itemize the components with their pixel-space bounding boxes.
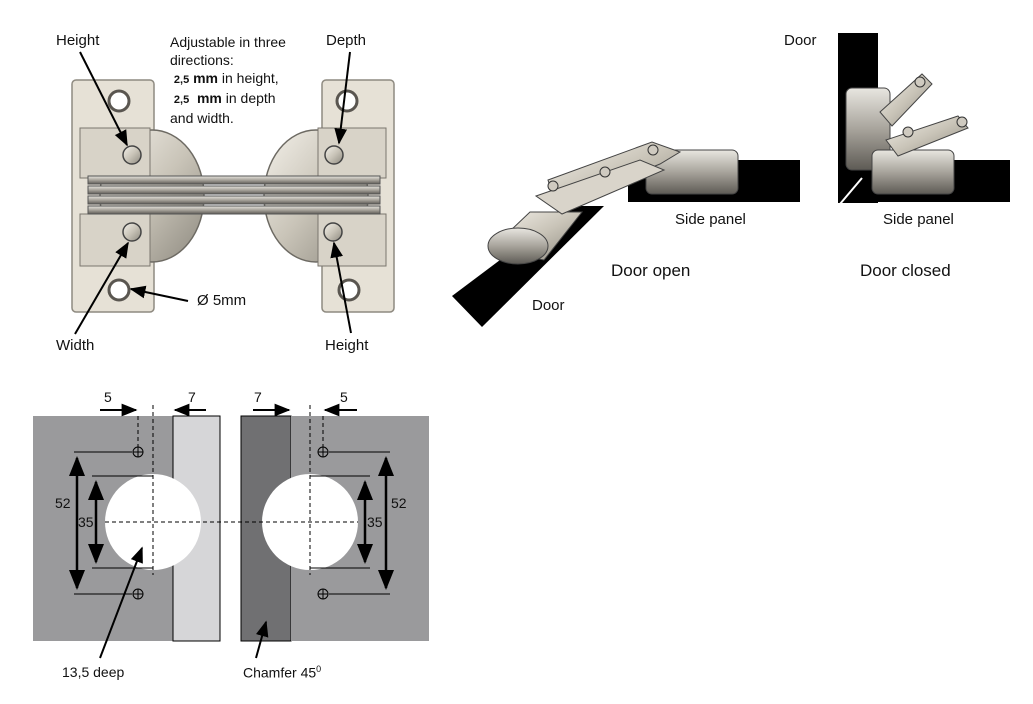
dim-gap-left: 7 bbox=[188, 389, 196, 405]
dim-offset-left: 5 bbox=[104, 389, 112, 405]
door-closed-door-label: Door bbox=[784, 32, 817, 49]
door-closed-illustration bbox=[838, 33, 1010, 205]
note-line-3-rest: in height, bbox=[217, 70, 279, 86]
note-line-4-rest: in depth bbox=[221, 90, 276, 106]
chamfer-label: Chamfer 450 bbox=[243, 665, 321, 680]
door-open-caption: Door open bbox=[611, 261, 691, 280]
note-line-4-value: 2,5 bbox=[173, 94, 190, 106]
hinge-pointers bbox=[74, 51, 352, 335]
note-line-3-unit: mm bbox=[193, 70, 218, 86]
note-line-3-value: 2,5 bbox=[173, 74, 190, 86]
door-open-illustration bbox=[452, 141, 800, 327]
door-open-door-label: Door bbox=[532, 297, 565, 314]
dim-outer-right: 52 bbox=[391, 495, 407, 511]
chamfer-degree: 0 bbox=[316, 664, 322, 674]
height-top-label: Height bbox=[56, 32, 100, 49]
dim-inner-right: 35 bbox=[367, 514, 383, 530]
depth-13-5-label: 13,5 deep bbox=[62, 664, 125, 680]
door-closed-caption: Door closed bbox=[860, 261, 951, 280]
adjustment-note: Adjustable in three directions: 2,5 mm i… bbox=[170, 33, 286, 127]
chamfer-text: Chamfer 45 bbox=[243, 664, 317, 681]
note-line-4-unit: mm bbox=[196, 90, 222, 106]
dim-gap-right: 7 bbox=[254, 389, 262, 405]
note-line-5: and width. bbox=[170, 110, 234, 126]
note-line-1: Adjustable in three bbox=[170, 34, 286, 50]
dim-inner-left: 35 bbox=[78, 514, 94, 530]
diameter-label: Ø 5mm bbox=[197, 292, 247, 309]
dim-outer-left: 52 bbox=[55, 495, 71, 511]
height-bottom-label: Height bbox=[325, 337, 369, 354]
note-line-2: directions: bbox=[170, 52, 234, 68]
note-line-3: 2,5 mm in height, bbox=[170, 69, 286, 89]
dim-offset-right: 5 bbox=[340, 389, 348, 405]
depth-label: Depth bbox=[326, 32, 367, 49]
door-closed-side-panel-label: Side panel bbox=[883, 211, 954, 228]
note-line-4: 2,5 mm in depth bbox=[170, 89, 286, 109]
drilling-diagram bbox=[33, 403, 429, 659]
width-label: Width bbox=[56, 337, 95, 354]
door-open-side-panel-label: Side panel bbox=[675, 211, 746, 228]
